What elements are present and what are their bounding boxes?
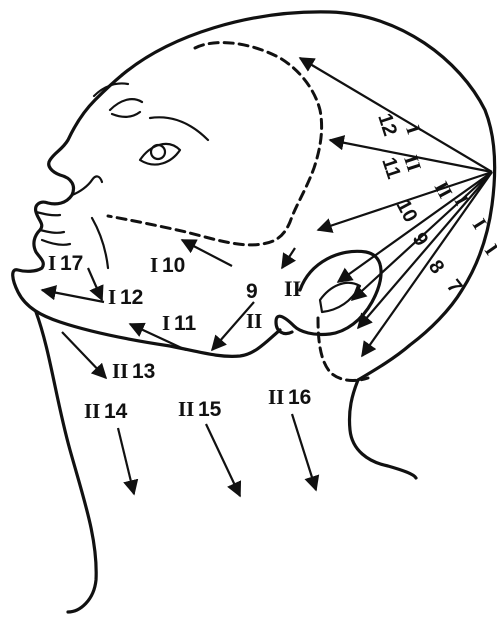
- arrow-14-neck: [118, 428, 134, 494]
- label-II14-roman: II: [84, 399, 100, 423]
- label-I12-roman: I: [108, 285, 116, 309]
- label-ear-II: II: [284, 276, 301, 301]
- label-I17-roman: I: [48, 251, 56, 275]
- label-12-face: 12: [120, 286, 143, 309]
- label-11-face: 11: [174, 312, 197, 335]
- iris: [151, 145, 165, 159]
- label-17: 17: [60, 252, 83, 275]
- label-I10-roman: I: [150, 253, 158, 277]
- label-10-face: 10: [162, 254, 185, 277]
- arrow-17: [88, 268, 102, 300]
- label-10-right: 10: [392, 196, 422, 226]
- hairline-dashed: [108, 43, 322, 245]
- label-15: 15: [198, 398, 222, 421]
- label-II16-roman: II: [268, 385, 284, 409]
- label-II13-roman: II: [112, 359, 128, 383]
- eyebrow-right: [150, 117, 208, 140]
- arrow-12-face: [42, 290, 104, 302]
- neck-back: [349, 380, 416, 478]
- label-roman-II-b: II: [430, 178, 457, 202]
- label-9-face: 9: [246, 280, 258, 303]
- label-roman-II-face: II: [246, 309, 262, 333]
- label-8-right: 8: [424, 256, 448, 278]
- nape-dashed: [318, 318, 368, 380]
- label-16: 16: [288, 386, 311, 409]
- nose: [72, 176, 102, 195]
- label-13: 13: [132, 360, 155, 383]
- arrow-16-neck: [292, 414, 316, 490]
- label-roman-I-top: I: [401, 123, 424, 137]
- label-7-right: 7: [442, 276, 466, 298]
- eye-left: [110, 99, 142, 117]
- cheek-line: [92, 218, 108, 268]
- eye-right: [140, 144, 180, 165]
- arrow-10-face: [182, 240, 232, 266]
- arrow-ear: [282, 248, 295, 268]
- label-II15-roman: II: [178, 397, 194, 421]
- arrow-15-neck: [206, 424, 240, 496]
- label-I11-roman: I: [162, 311, 170, 335]
- label-14: 14: [104, 400, 128, 423]
- arrow-13-neck: [62, 332, 106, 378]
